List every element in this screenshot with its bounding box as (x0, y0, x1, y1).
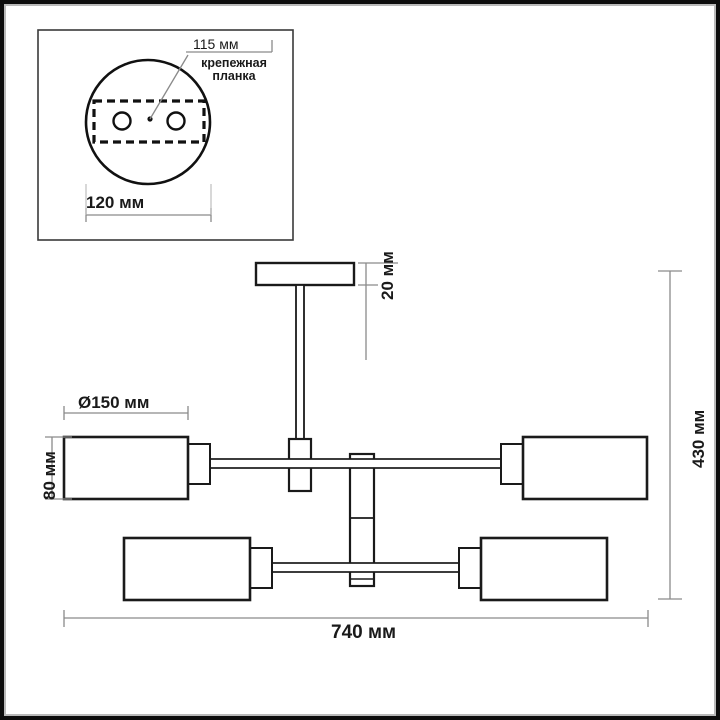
lamp-shade-lower-right (479, 536, 609, 602)
callout-label-mounting-bracket: крепежная планка (184, 57, 284, 83)
dim-label-430: 430 мм (689, 409, 708, 468)
callout-label-line1: крепежная (201, 56, 267, 70)
drop-rod (295, 284, 305, 440)
bracket-hole-right (166, 111, 186, 131)
shade-connector-upper-right (500, 443, 526, 485)
lamp-shade-upper-left (62, 435, 190, 501)
detail-view-group (37, 29, 294, 241)
canopy-circle (84, 58, 212, 186)
dim-label-150: Ø150 мм (78, 393, 150, 412)
mounting-bracket-dashed-rect (92, 99, 206, 144)
chandelier-group (62, 261, 649, 602)
lamp-shade-upper-right (521, 435, 649, 501)
callout-label-line2: планка (212, 69, 256, 83)
shade-connector-lower-left (247, 547, 273, 589)
lamp-shade-lower-left (122, 536, 252, 602)
bracket-hole-left (112, 111, 132, 131)
shade-connector-lower-right (458, 547, 484, 589)
dim-label-740: 740 мм (331, 622, 397, 643)
dim-label-20: 20 мм (378, 251, 397, 300)
shade-connector-upper-left (185, 443, 211, 485)
dim-label-115: 115 мм (193, 36, 239, 52)
dim-label-80: 80 мм (40, 451, 59, 500)
dim-label-120: 120 мм (86, 193, 145, 212)
ceiling-canopy-plate (254, 261, 356, 287)
leader-line (149, 54, 189, 120)
dimension-lines-group (45, 262, 682, 627)
